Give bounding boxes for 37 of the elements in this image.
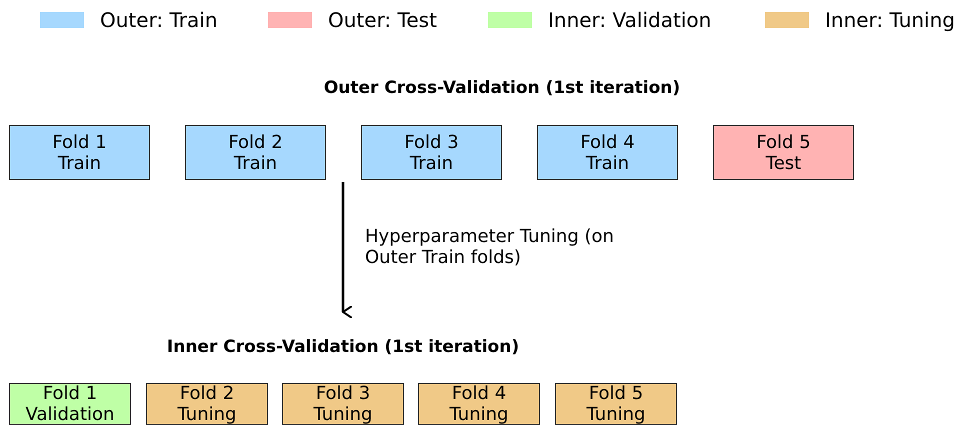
fold-label: Fold 4 [580,132,635,152]
fold-label: Test [766,152,802,174]
fold-label: Fold 3 [316,383,370,404]
fold-label: Fold 1 [52,132,107,152]
fold-label: Fold 5 [756,132,811,152]
fold-box [9,383,131,425]
fold-label: Train [234,152,278,174]
legend-label: Outer: Test [328,7,437,34]
fold-label: Fold 2 [228,132,283,152]
fold-box [361,125,502,180]
arrow-caption: Hyperparameter Tuning (on Outer Train folds) [365,226,615,268]
fold-label: Fold 3 [404,132,459,152]
section-title: Outer Cross-Validation (1st iteration) [322,77,682,100]
fold-label: Fold 1 [42,383,98,404]
legend-label: Outer: Train [100,7,218,34]
fold-label: Fold 4 [452,383,506,404]
fold-label: Fold 5 [588,383,644,404]
fold-box [146,383,268,425]
fold-label: Tuning [314,404,372,425]
fold-box [537,125,678,180]
fold-label: Tuning [178,404,236,425]
legend-label: Inner: Tuning [825,7,955,34]
fold-box [713,125,854,180]
fold-label: Train [410,152,454,174]
fold-label: Tuning [450,404,508,425]
fold-label: Fold 2 [180,383,234,404]
fold-label: Train [586,152,630,174]
fold-box [185,125,326,180]
fold-label: Validation [26,404,114,425]
fold-box [418,383,540,425]
fold-label: Tuning [586,404,646,425]
legend-label: Inner: Validation [548,7,712,34]
fold-box [282,383,404,425]
section-title: Inner Cross-Validation (1st iteration) [166,336,520,359]
fold-box [9,125,150,180]
fold-box [555,383,677,425]
fold-label: Train [58,152,102,174]
